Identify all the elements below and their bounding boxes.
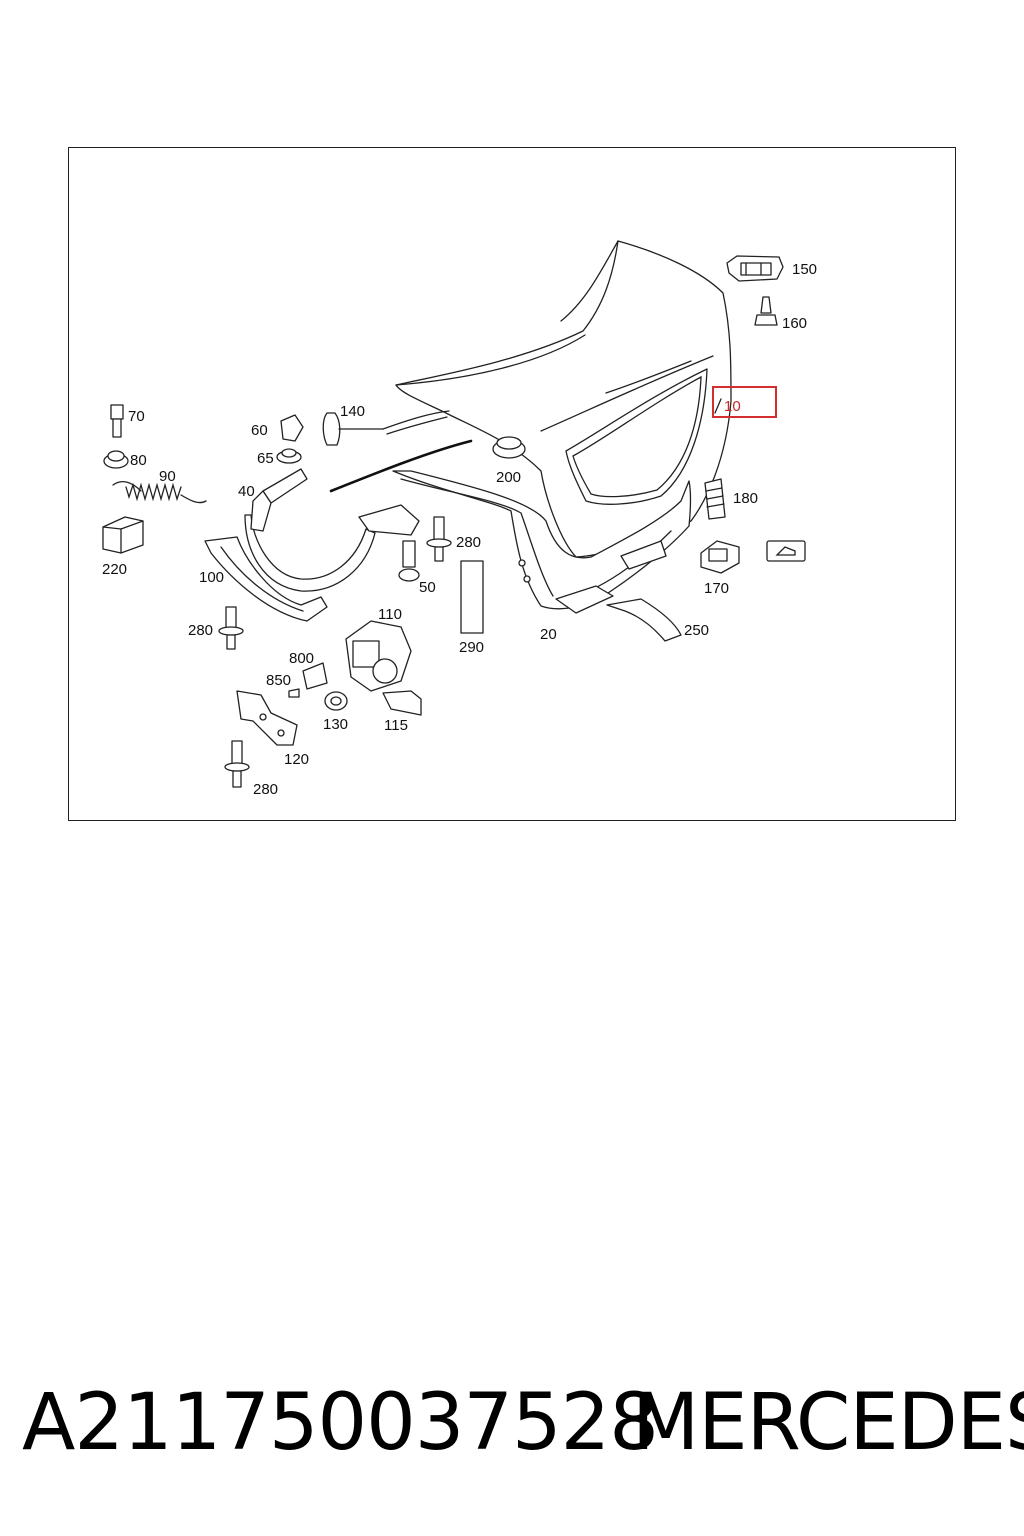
trunk-lid-exploded-diagram: 10 20 40 50 60 65 70 80 90 100 110 115 1…	[102, 240, 817, 798]
part-115-actuator	[382, 690, 422, 716]
part-220-block	[102, 516, 144, 554]
part-280-bolt-lower	[224, 740, 250, 788]
part-110-lock	[345, 620, 412, 692]
part-150-bumper	[726, 255, 784, 282]
callout-40: 40	[238, 483, 255, 500]
part-130-nut	[324, 691, 348, 711]
part-40-hinge	[244, 468, 420, 592]
part-180-buffer	[704, 478, 726, 520]
callout-20: 20	[540, 626, 557, 643]
callout-60: 60	[251, 422, 268, 439]
part-80-nut	[103, 450, 129, 469]
callout-280-middle: 280	[188, 622, 213, 639]
part-50-stud	[398, 540, 420, 582]
callout-250: 250	[684, 622, 709, 639]
part-280-bolt-upper	[426, 516, 452, 562]
callout-80: 80	[130, 452, 147, 469]
part-20-inner-panel	[392, 470, 692, 614]
callout-140: 140	[340, 403, 365, 420]
callout-130: 130	[323, 716, 348, 733]
part-800-cover	[302, 662, 328, 690]
part-70-bolt	[110, 404, 124, 438]
callout-10: 10	[724, 398, 741, 415]
leader-10	[714, 398, 722, 414]
callout-150: 150	[792, 261, 817, 278]
callout-50: 50	[419, 579, 436, 596]
part-160-screw	[754, 296, 778, 326]
callout-170: 170	[704, 580, 729, 597]
callout-160: 160	[782, 315, 807, 332]
callout-110: 110	[378, 606, 402, 623]
part-120-plate	[236, 690, 298, 746]
part-60-clip	[280, 414, 304, 442]
callout-115: 115	[384, 717, 408, 734]
callout-280-upper: 280	[456, 534, 481, 551]
part-100-bracket	[204, 536, 328, 622]
highlight-box-10	[712, 386, 777, 418]
part-200-plug	[492, 436, 526, 459]
trunk-icon	[766, 540, 806, 562]
part-65-grommet	[276, 448, 302, 464]
callout-850: 850	[266, 672, 291, 689]
callout-65: 65	[257, 450, 274, 467]
part-250-trim	[606, 598, 682, 642]
part-10-trunk-lid	[395, 240, 732, 558]
part-140-seal-clip	[322, 410, 450, 446]
callout-220: 220	[102, 561, 127, 578]
part-170-light	[700, 540, 740, 574]
part-90-spring	[112, 480, 207, 504]
part-280-bolt-middle	[218, 606, 244, 650]
callout-180: 180	[733, 490, 758, 507]
callout-90: 90	[159, 468, 176, 485]
callout-800: 800	[289, 650, 314, 667]
part-number-text: A211750037528	[22, 1378, 659, 1468]
callout-290: 290	[459, 639, 484, 656]
callout-70: 70	[128, 408, 145, 425]
callout-100: 100	[199, 569, 224, 586]
callout-200: 200	[496, 469, 521, 486]
brand-name-text: MERCEDES	[632, 1378, 1024, 1468]
callout-280-lower: 280	[253, 781, 278, 798]
parts-diagram-frame: 10 20 40 50 60 65 70 80 90 100 110 115 1…	[68, 147, 956, 821]
seal-arrow	[329, 439, 473, 493]
part-850-pin	[288, 688, 300, 698]
part-290-strip	[460, 560, 484, 634]
callout-120: 120	[284, 751, 309, 768]
